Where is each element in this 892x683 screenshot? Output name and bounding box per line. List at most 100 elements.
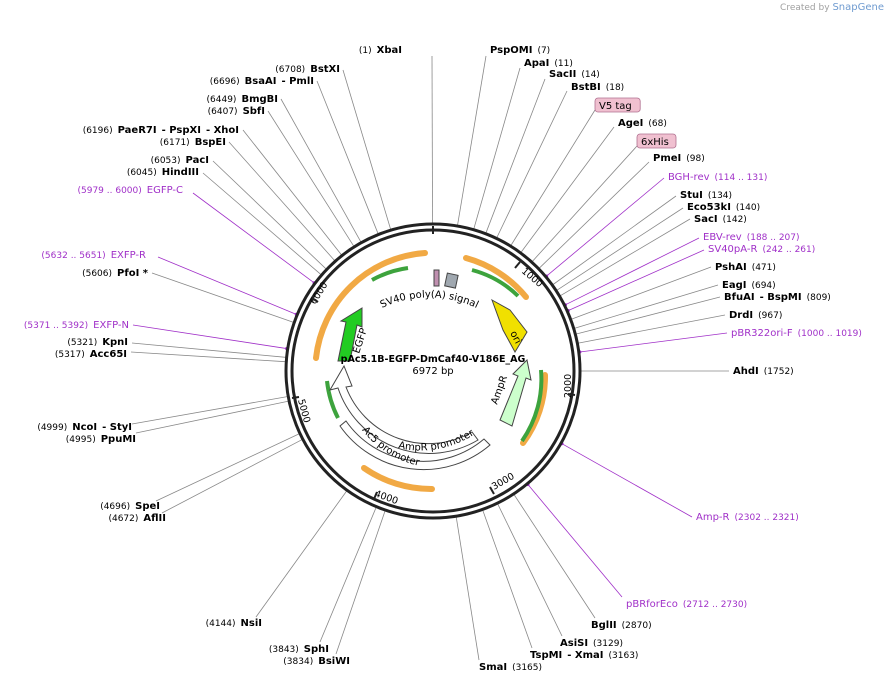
site-name: BGH-rev	[668, 172, 710, 183]
site-name: BsiWI	[318, 656, 350, 667]
site-name: AgeI	[618, 118, 643, 129]
leader-line	[342, 69, 391, 230]
enzyme-site-label: (3843) SphI	[269, 644, 329, 655]
site-name: pBR322ori-F	[731, 328, 793, 339]
tick-mark-6000	[311, 297, 319, 303]
feature-arc-egfp-green	[371, 266, 409, 282]
leader-line	[212, 160, 327, 270]
tag-box	[636, 133, 677, 149]
feature-ori	[491, 298, 528, 354]
leader-line	[157, 256, 297, 315]
tag-labels: V5 tag 6xHis	[594, 97, 677, 149]
feature-ampr	[499, 358, 532, 427]
tag-label: V5 tag	[599, 101, 632, 112]
site-position: (6449)	[207, 95, 237, 105]
enzyme-site-label: SacII(14)	[549, 69, 600, 80]
tick-label-2000: 2000	[563, 374, 574, 398]
leader-line	[496, 90, 568, 238]
enzyme-site-label: EagI (694)	[722, 280, 776, 291]
site-position: (6045)	[127, 168, 157, 178]
plasmid-name: pAc5.1B-EGFP-DmCaf40-V186E_AG	[341, 354, 526, 365]
feature-arc-egfp-orange	[313, 250, 428, 361]
enzyme-site-label: TspMI- XmaI(3163)	[530, 650, 638, 661]
enzyme-site-label: (4995)PpuMI	[66, 434, 136, 445]
feature-arc-left-green	[325, 380, 340, 419]
site-position: (5371 .. 5392)	[24, 321, 88, 331]
feature-arc-sv40-orange	[463, 255, 529, 300]
site-position: (6053)	[151, 156, 181, 166]
feature-ac5-promoter	[339, 420, 491, 471]
site-position: (1752)	[764, 367, 794, 377]
site-position: (2712 .. 2730)	[683, 600, 747, 610]
site-name: SphI	[304, 644, 329, 655]
leader-line	[510, 109, 596, 246]
site-position: (471)	[752, 263, 776, 273]
site-position: (3129)	[593, 639, 623, 649]
site-name: XbaI	[377, 45, 402, 56]
site-position: (134)	[708, 191, 732, 201]
site-name: AflII	[143, 513, 166, 524]
site-name: TspMI	[530, 650, 562, 661]
tick-mark-4000	[373, 491, 378, 500]
site-position: (142)	[723, 215, 747, 225]
site-position: (5317)	[55, 350, 85, 360]
site-name: HindIII	[162, 167, 199, 178]
enzyme-site-label: AgeI(68)	[618, 118, 667, 129]
leader-line	[546, 177, 665, 277]
enzyme-site-label: (5317)Acc65I	[55, 349, 127, 360]
backbone-ring-outer	[284, 222, 582, 520]
leader-line	[132, 324, 287, 349]
primer-label: SV40pA-R(242 .. 261)	[708, 244, 815, 255]
enzyme-site-label: BstBI(18)	[571, 82, 624, 93]
site-name: PshAI	[715, 262, 747, 273]
plasmid-length: 6972 bp	[412, 366, 453, 377]
enzyme-site-label: BfuAI- BspMI(809)	[724, 292, 831, 303]
leader-line	[161, 439, 303, 514]
site-position: (4672)	[108, 514, 138, 524]
site-name: AsiSI	[560, 638, 588, 649]
enzyme-site-label: PshAI (471)	[715, 262, 776, 273]
leader-line	[202, 172, 322, 275]
leader-line	[131, 396, 288, 425]
leader-line	[316, 80, 379, 234]
site-position: (6171)	[160, 138, 190, 148]
leader-line	[556, 207, 684, 291]
site-name: EagI	[722, 280, 746, 291]
leader-line	[335, 510, 386, 655]
enzyme-site-label: (5321)KpnI	[67, 337, 128, 348]
leader-line	[576, 296, 721, 335]
site-position: (11)	[554, 59, 572, 69]
site-name: Eco53kI	[687, 202, 731, 213]
tag-label: 6xHis	[641, 137, 669, 148]
site-position: (6407)	[208, 107, 238, 117]
primer-label: (5979 .. 6000)EGFP-C	[77, 185, 183, 196]
site-position: (242 .. 261)	[762, 245, 815, 255]
site-name: SmaI	[479, 662, 507, 673]
site-name: NsiI	[241, 618, 262, 629]
enzyme-site-label: SmaI(3165)	[479, 662, 542, 673]
enzyme-site-label: (4144)NsiI	[206, 618, 262, 629]
site-position: (967)	[758, 311, 782, 321]
site-name: - PspXI	[162, 125, 201, 136]
site-position: (3834)	[283, 657, 313, 667]
leader-line	[130, 351, 286, 363]
site-name: BstXI	[310, 64, 340, 75]
site-position: (3843)	[269, 645, 299, 655]
site-position: (694)	[751, 281, 775, 291]
site-name: - StyI	[102, 422, 132, 433]
leader-line	[579, 332, 728, 353]
enzyme-site-label: (4672) AflII	[108, 513, 166, 524]
feature-arc-ampr-green	[520, 369, 544, 443]
leader-line	[457, 55, 487, 226]
leader-line	[552, 195, 677, 285]
enzyme-site-label: (1)XbaI	[359, 45, 402, 56]
site-name: PmeI	[653, 153, 681, 164]
feature-label-ori: ori	[507, 329, 523, 346]
feature-egfp	[337, 307, 363, 362]
enzyme-site-label: (6171)BspEI	[160, 137, 226, 148]
site-name: ApaI	[524, 58, 549, 69]
site-name: PpuMI	[101, 434, 136, 445]
tick-label-6000: 6000	[308, 280, 330, 306]
site-name: pBRforEco	[626, 599, 678, 610]
